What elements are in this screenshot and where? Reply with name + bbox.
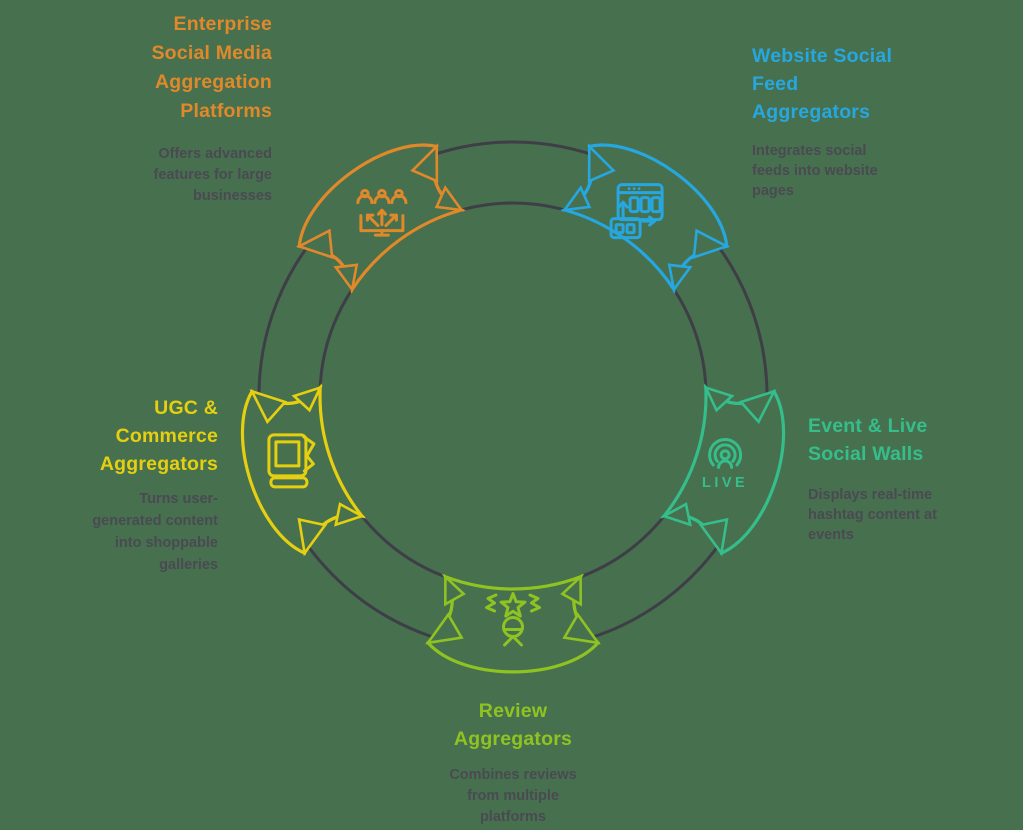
segment-ugc-commerce-aggregators xyxy=(240,383,366,557)
label-website-feed-aggregators: Website Social Feed Aggregators Integrat… xyxy=(752,42,987,201)
segment-description: Integrates social feeds into website pag… xyxy=(752,143,878,199)
ribbon-fold xyxy=(425,612,464,645)
segment-title: Website Social Feed Aggregators xyxy=(752,45,893,123)
ribbon-fold xyxy=(560,573,583,607)
shoppable-gallery-icon xyxy=(267,433,316,489)
segment-description: Displays real-time hashtag content at ev… xyxy=(808,487,937,543)
ribbon-fold xyxy=(297,517,328,557)
segment-title: Review Aggregators xyxy=(453,700,573,750)
ribbon-fold xyxy=(692,228,731,260)
segment-review-aggregators xyxy=(425,573,601,674)
ribbon-fold xyxy=(249,389,288,425)
segment-description: Turns user- generated content into shopp… xyxy=(92,491,218,573)
ribbon-fold xyxy=(291,385,323,413)
label-enterprise-platforms: Enterprise Social Media Aggregation Plat… xyxy=(40,10,272,207)
segment-title: Event & Live Social Walls xyxy=(808,415,928,465)
segment-enterprise-social-media-aggregation-platforms xyxy=(295,143,466,294)
ribbon-fold xyxy=(334,502,366,527)
label-review-aggregators: Review Aggregators Combines reviews from… xyxy=(383,697,643,828)
segment-event-live-social-walls: LIVE xyxy=(660,383,786,557)
review-stars-icon xyxy=(485,592,541,647)
segment-description: Offers advanced features for large busin… xyxy=(153,146,272,204)
ribbon-fold xyxy=(698,517,729,557)
website-feed-icon xyxy=(609,183,664,240)
segment-website-social-feed-aggregators xyxy=(560,143,731,294)
segment-title: UGC & Commerce Aggregators xyxy=(99,397,218,475)
segment-title: Enterprise Social Media Aggregation Plat… xyxy=(151,13,272,122)
ribbon-fold xyxy=(561,185,592,212)
segment-description: Combines reviews from multiple platforms xyxy=(449,767,577,825)
enterprise-distribution-icon xyxy=(356,188,408,237)
ribbon-fold xyxy=(443,573,466,607)
ribbon-fold xyxy=(738,389,777,425)
label-event-live-social-walls: Event & Live Social Walls Displays real-… xyxy=(808,412,1023,545)
ring-inner-circle xyxy=(318,201,708,591)
ribbon-fold xyxy=(434,185,465,212)
ribbon-fold xyxy=(660,502,692,527)
ribbon-fold xyxy=(410,143,439,184)
live-broadcast-icon: LIVE xyxy=(702,437,748,491)
ribbon-fold xyxy=(587,143,616,184)
svg-text:LIVE: LIVE xyxy=(702,475,748,491)
ribbon-fold xyxy=(295,228,334,260)
ribbon-fold xyxy=(703,385,735,413)
label-ugc-commerce-aggregators: UGC & Commerce Aggregators Turns user- g… xyxy=(18,394,218,576)
ribbon-fold xyxy=(562,612,601,645)
ribbon-fold xyxy=(667,263,693,293)
ribbon-fold xyxy=(333,263,359,293)
